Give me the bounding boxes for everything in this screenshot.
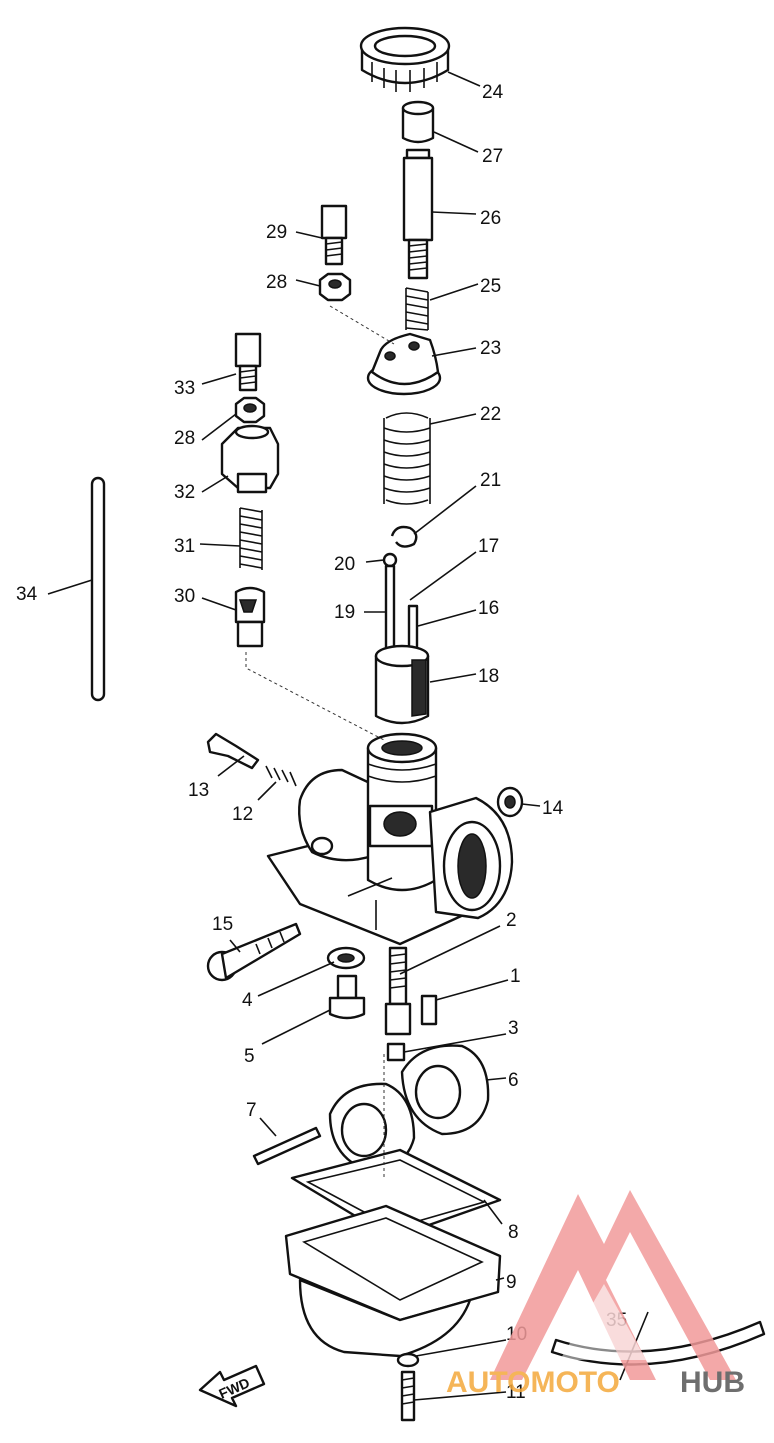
part-25-spring (405, 287, 429, 331)
part-5-plug (328, 974, 366, 1020)
callout-26: 26 (480, 208, 501, 229)
callout-28: 28 (266, 272, 287, 293)
callout-34: 34 (16, 584, 38, 605)
part-12-spring (265, 765, 297, 787)
part-33-screw (234, 332, 262, 392)
part-4-washer (326, 946, 366, 970)
callout-25: 25 (480, 276, 501, 297)
part-34-tube (90, 476, 106, 702)
part-30-plunger (234, 586, 266, 648)
part-28-nut-left (234, 396, 266, 424)
part-26-adjuster (402, 148, 434, 280)
part-23-top-cover (366, 332, 442, 396)
carb-body (266, 732, 514, 946)
callout-24: 24 (482, 82, 504, 103)
callout-11: 11 (506, 1382, 526, 1403)
part-22-main-spring (383, 412, 431, 505)
callout-30: 30 (174, 586, 195, 607)
part-11-screw (400, 1370, 416, 1422)
part-29-screw (320, 204, 348, 266)
callout-13: 13 (188, 780, 209, 801)
callout-19: 19 (334, 602, 355, 623)
callout-31: 31 (174, 536, 195, 557)
callout-12: 12 (232, 804, 253, 825)
part-1-pilot-jet (420, 994, 438, 1026)
callout-23: 23 (480, 338, 501, 359)
callout-33: 33 (174, 378, 195, 399)
callout-6: 6 (508, 1070, 519, 1091)
part-28-nut (318, 272, 352, 302)
part-3-main-jet (386, 1042, 406, 1062)
callout-8: 8 (508, 1222, 519, 1243)
part-16-pin (407, 604, 419, 650)
callout-28-left: 28 (174, 428, 195, 449)
part-7-pin (252, 1126, 322, 1166)
callout-17: 17 (478, 536, 499, 557)
callout-4: 4 (242, 990, 253, 1011)
automotohub-logo: AUTOMOTO HUB (446, 1190, 745, 1399)
part-6-float-left (328, 1082, 416, 1172)
leader-lines (47, 71, 649, 1401)
part-6-float (400, 1044, 490, 1136)
part-19-needle (384, 564, 396, 650)
callout-1: 1 (510, 966, 521, 987)
part-14-cap (496, 786, 524, 818)
callout-21: 21 (480, 470, 501, 491)
part-13-pilot-screw (206, 732, 260, 770)
part-10-washer (396, 1352, 420, 1368)
part-31-spring (239, 507, 263, 570)
logo-word-dark: HUB (680, 1366, 745, 1399)
callout-15: 15 (212, 914, 233, 935)
callout-20: 20 (334, 554, 355, 575)
callout-2: 2 (506, 910, 517, 931)
part-9-float-bowl (284, 1204, 502, 1358)
callout-16: 16 (478, 598, 499, 619)
part-2-needle-jet (384, 946, 412, 1036)
part-24-cap-ring (359, 26, 451, 92)
callout-9: 9 (506, 1272, 517, 1293)
callout-7: 7 (246, 1100, 257, 1121)
callout-27: 27 (482, 146, 503, 167)
callout-32: 32 (174, 482, 195, 503)
part-27-plug (401, 100, 435, 144)
part-18-slide (374, 644, 430, 725)
part-21-clip (390, 525, 418, 548)
part-15-screw (206, 922, 302, 982)
callout-14: 14 (542, 798, 564, 819)
part-32-nut (220, 424, 280, 494)
callout-3: 3 (508, 1018, 519, 1039)
callout-5: 5 (244, 1046, 255, 1067)
alignment-lines (245, 305, 395, 1180)
callout-22: 22 (480, 404, 501, 425)
fwd-arrow: FWD (198, 1364, 266, 1408)
logo-word-accent: AUTOMOTO (446, 1366, 620, 1399)
part-20-clip (382, 552, 398, 568)
callout-18: 18 (478, 666, 499, 687)
callout-29: 29 (266, 222, 287, 243)
